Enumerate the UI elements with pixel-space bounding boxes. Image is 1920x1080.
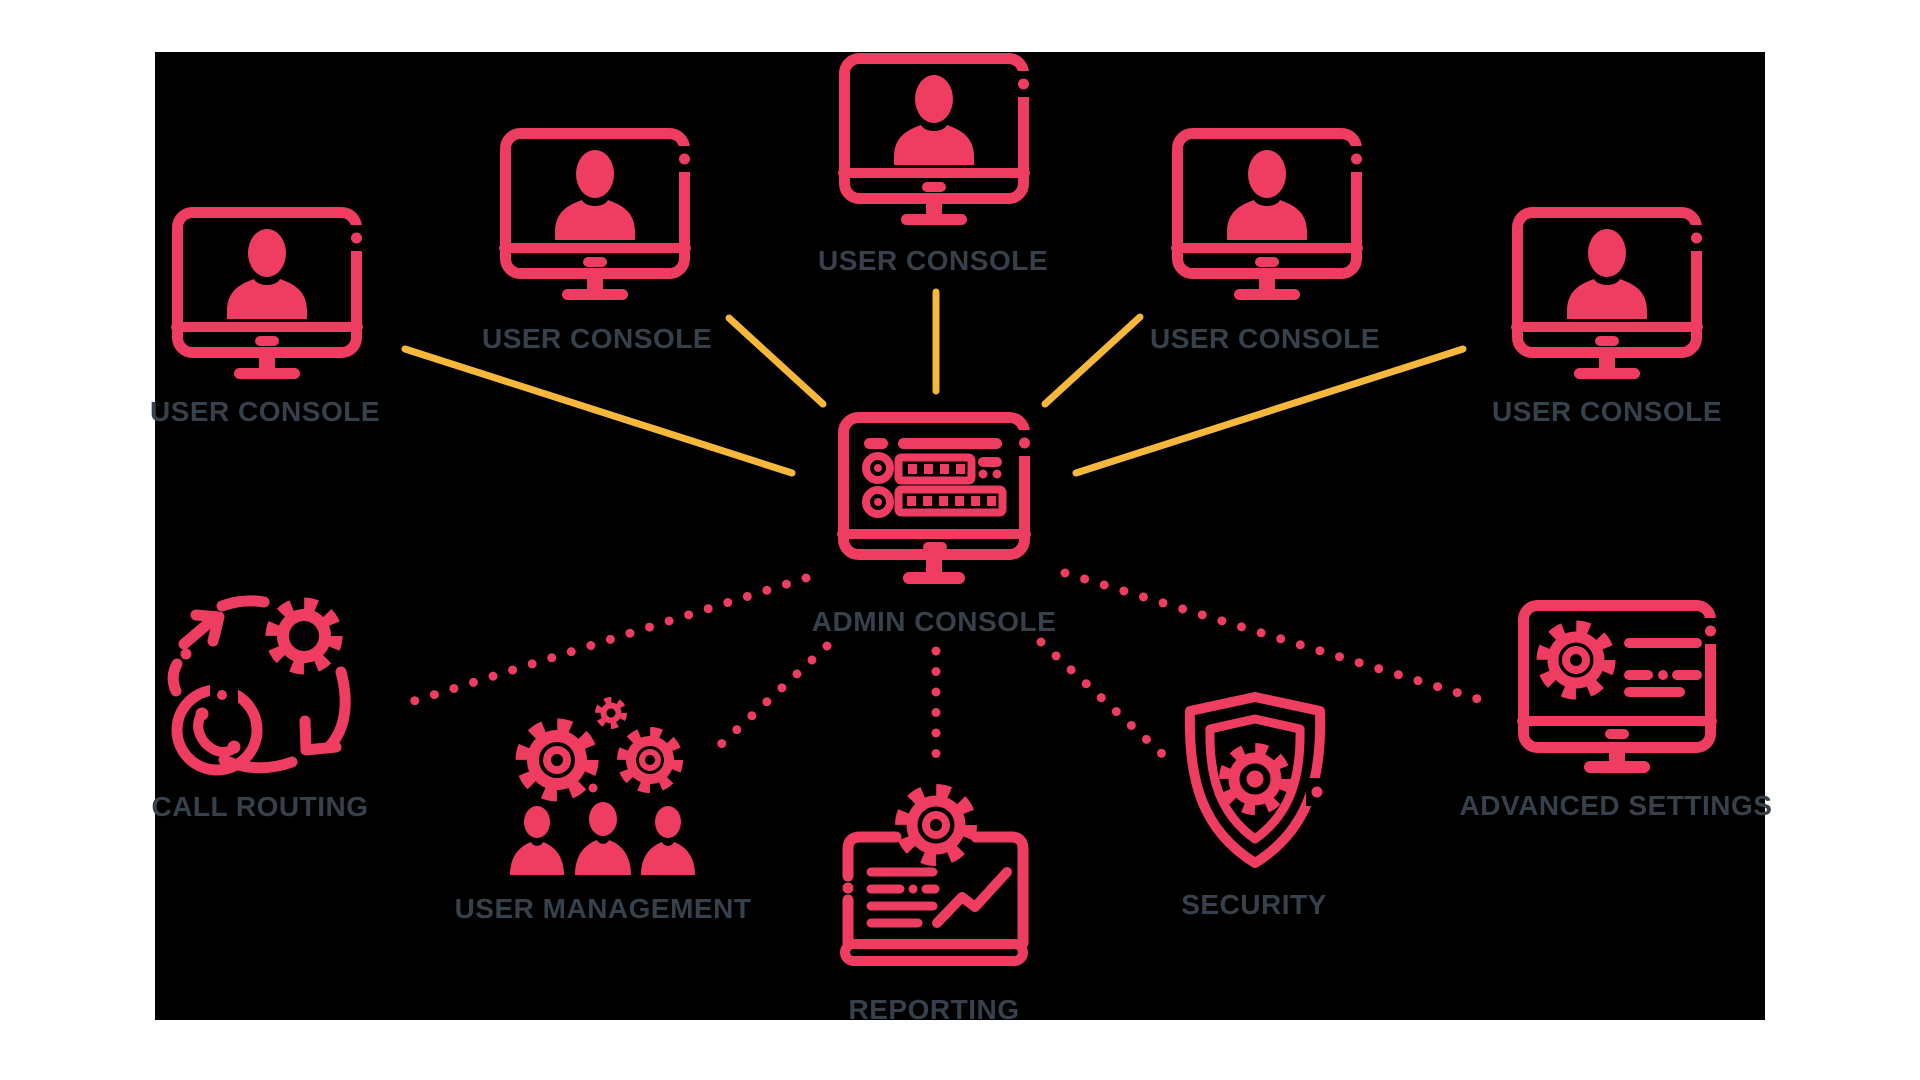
monitor-user-icon (1176, 134, 1364, 301)
diagram-board: USER CONSOLE USER CONSOLE USER CONSOLE U… (150, 52, 1772, 1025)
shield-gear-icon (1184, 692, 1330, 868)
label-admin-console: ADMIN CONSOLE (811, 606, 1057, 637)
monitor-user-icon (176, 213, 364, 380)
label-user-console-1: USER CONSOLE (149, 396, 381, 427)
label-security: SECURITY (1181, 889, 1327, 920)
label-user-console-2: USER CONSOLE (481, 323, 713, 354)
monitor-user-icon (1516, 213, 1704, 380)
admin-dashboard-monitor-icon (837, 412, 1033, 584)
diagram-canvas (167, 52, 1719, 966)
monitor-gear-lines-icon (1517, 600, 1719, 773)
monitor-user-icon (504, 134, 692, 301)
yellow-connectors (401, 288, 1467, 477)
monitor-user-icon (843, 59, 1031, 226)
phone-sync-gear-icon (167, 595, 351, 776)
connector-admin-callrouting (393, 573, 811, 711)
connector-admin-advsettings (1060, 568, 1493, 707)
label-user-management: USER MANAGEMENT (454, 893, 752, 924)
connector-admin-user2 (725, 314, 827, 408)
label-reporting: REPORTING (848, 994, 1020, 1025)
gears-people-icon (510, 697, 695, 875)
connector-admin-security (1036, 637, 1177, 768)
dotted-connectors (393, 568, 1493, 776)
label-call-routing: CALL ROUTING (151, 791, 369, 822)
label-advanced-settings: ADVANCED SETTINGS (1459, 790, 1773, 821)
connector-admin-usermgmt (712, 641, 832, 753)
connector-admin-user4 (1041, 313, 1144, 408)
label-user-console-5: USER CONSOLE (1491, 396, 1723, 427)
laptop-chart-gear-icon (840, 784, 1029, 966)
label-user-console-4: USER CONSOLE (1149, 323, 1381, 354)
label-user-console-3: USER CONSOLE (817, 245, 1049, 276)
connector-admin-user1 (401, 345, 796, 477)
connector-admin-user5 (1072, 345, 1467, 477)
